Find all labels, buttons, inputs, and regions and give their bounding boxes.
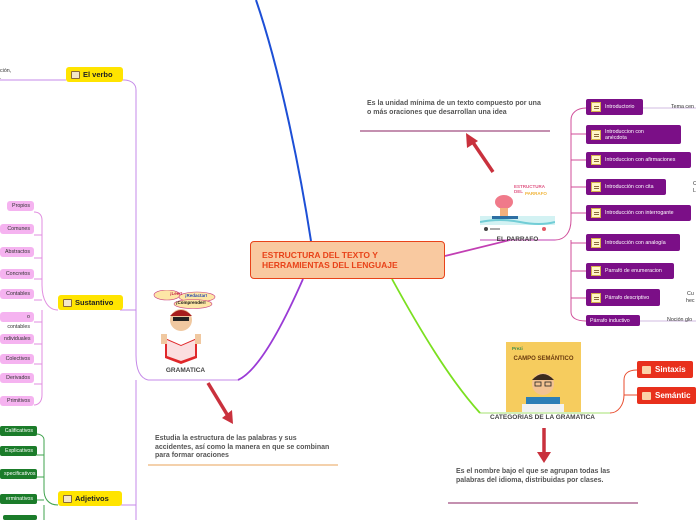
parrafo-side-note: L [693, 188, 696, 194]
gramatica-image-text-1: ¡Leer! [170, 291, 183, 296]
central-topic[interactable]: ESTRUCTURA DEL TEXTO Y HERRAMIENTAS DEL … [250, 241, 445, 279]
note-icon [591, 155, 601, 165]
parrafo-type-label: Introducción con cita [605, 184, 654, 190]
book-icon [71, 70, 80, 79]
categorias-item-semantica[interactable]: Semántic [637, 387, 696, 404]
parrafo-type[interactable]: Parrafó de enumeracion [586, 263, 674, 279]
parrafo-type[interactable]: Introduccion con anécdota [586, 125, 681, 144]
parrafo-type[interactable]: Introductorio [586, 99, 643, 115]
verbo-label: El verbo [83, 70, 113, 79]
adjetivos-item[interactable]: Explicativos [0, 446, 37, 456]
gramatica-label[interactable]: GRAMATICA [165, 367, 206, 374]
parrafo-side-note: Cu [687, 291, 694, 297]
parrafo-side-note: C [693, 181, 696, 187]
parrafo-type-label: Introduccion con afirmaciones [605, 157, 676, 163]
parrafo-type[interactable]: Introduccion con afirmaciones [586, 152, 691, 168]
sustantivo-item[interactable]: Colectivos [0, 354, 34, 364]
gramatica-image-text-2: ¡Redactar! [185, 293, 208, 298]
parrafo-image-title-2: PARRAFO [525, 191, 547, 196]
sustantivo-item[interactable]: Abstractos [0, 247, 34, 257]
parrafo-side-note: Noción glo [667, 317, 693, 323]
sustantivo-item[interactable]: ndividuales [0, 334, 34, 344]
categorias-image: Prezi CAMPO SEMÁNTICO [506, 342, 581, 412]
connector-verbo [118, 79, 149, 381]
sustantivo-item[interactable]: o contables [0, 312, 34, 330]
parrafo-image-title-1: ESTRUCTURA DEL [514, 184, 545, 194]
central-title: ESTRUCTURA DEL TEXTO Y HERRAMIENTAS DEL … [262, 250, 398, 270]
book-icon [642, 391, 651, 400]
adjetivos-label: Adjetivos [75, 494, 109, 503]
parrafo-type-label: Introducción con interrogante [605, 210, 674, 216]
note-icon [591, 102, 601, 112]
sustantivo-item[interactable]: Primitivos [0, 396, 34, 406]
connector-parrafo [444, 239, 511, 257]
book-icon [642, 365, 651, 374]
categorias-image-brand: Prezi [512, 346, 523, 351]
adjetivos-node[interactable]: Adjetivos [58, 491, 122, 506]
sustantivo-item[interactable]: Propios [7, 201, 34, 211]
categorias-image-title: CAMPO SEMÁNTICO [513, 356, 574, 362]
categorias-description: Es el nombre bajo el que se agrupan toda… [456, 468, 611, 484]
book-icon [63, 298, 72, 307]
book-icon [63, 494, 72, 503]
note-icon [591, 182, 601, 192]
connector-gramatica [237, 278, 304, 381]
verbo-partial-text-1: ción, [0, 68, 12, 74]
parrafo-type-label: Párrafo descriptivo [605, 294, 650, 301]
parrafo-type[interactable]: Introducción con cita [586, 179, 666, 195]
parrafo-type[interactable]: Introducción con interrogante [586, 205, 691, 221]
parrafo-type-label: Introduccion con anécdota [605, 128, 644, 141]
adjetivos-item-cut[interactable] [3, 515, 37, 520]
note-icon [591, 266, 601, 276]
parrafo-type-label: Introductorio [605, 104, 635, 110]
sustantivo-node[interactable]: Sustantivo [58, 295, 123, 310]
categorias-item-label: Semántic [655, 391, 691, 400]
gramatica-image-text-3: ¡Comprender! [176, 300, 206, 305]
verbo-node[interactable]: El verbo [66, 67, 123, 82]
parrafo-description: Es la unidad mínima de un texto compuest… [367, 100, 541, 116]
parrafo-type-label: Párrafo inductivo [590, 317, 630, 324]
parrafo-type-label: Parrafó de enumeracion [605, 268, 662, 274]
note-icon [591, 237, 601, 248]
note-icon [591, 208, 601, 218]
categorias-item-label: Sintaxis [655, 365, 686, 374]
adjetivos-item[interactable]: Calificativos [0, 426, 37, 436]
parrafo-label[interactable]: EL PARRAFO [496, 236, 539, 243]
parrafo-type[interactable]: Párrafo descriptivo [586, 289, 660, 306]
note-icon [591, 292, 601, 303]
parrafo-type-label: Introducción con analogía [605, 239, 666, 246]
sustantivo-item[interactable]: Contables [0, 289, 34, 299]
gramatica-image: ¡Leer! ¡Redactar! ¡Comprender! [153, 289, 217, 364]
categorias-label[interactable]: CATEGORIAS DE LA GRAMATICA [490, 414, 595, 421]
connector-categorias [391, 278, 481, 414]
sustantivo-item[interactable]: Comunes [0, 224, 34, 234]
sustantivo-item[interactable]: Derivados [0, 373, 34, 383]
note-icon [591, 129, 601, 140]
connector-top [255, 0, 312, 242]
gramatica-description: Estudia la estructura de las palabras y … [155, 435, 330, 459]
adjetivos-item[interactable]: specificativos [0, 469, 37, 479]
parrafo-side-note: Tema cen [671, 104, 694, 110]
categorias-item-sintaxis[interactable]: Sintaxis [637, 361, 693, 378]
parrafo-side-note: hec [686, 298, 695, 304]
verbo-partial-text-2: . [0, 75, 2, 81]
sustantivo-item[interactable]: Concretos [0, 269, 34, 279]
sustantivo-label: Sustantivo [75, 298, 114, 307]
parrafo-image: ESTRUCTURA DEL PARRAFO [479, 178, 556, 234]
parrafo-type[interactable]: Párrafo inductivo [586, 315, 640, 326]
adjetivos-item[interactable]: erminativos [0, 494, 37, 504]
parrafo-type[interactable]: Introducción con analogía [586, 234, 680, 251]
